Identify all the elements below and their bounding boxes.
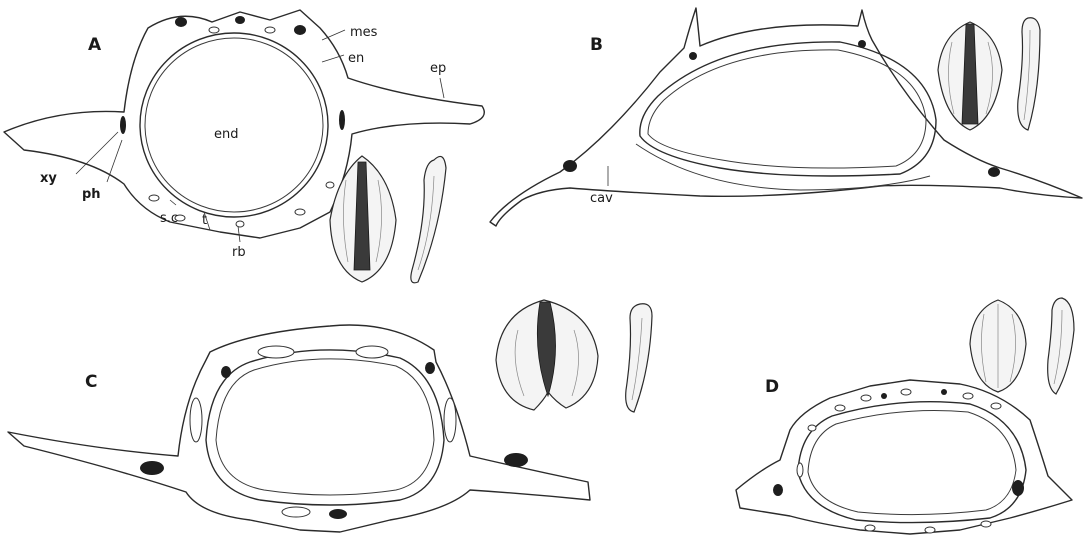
panel-a-leader-rb bbox=[238, 226, 240, 242]
panel-a-vascular-bundle bbox=[339, 110, 345, 130]
label-cav: cav bbox=[590, 191, 613, 206]
panel-a-leader-ep bbox=[440, 78, 444, 98]
panel-b-vascular-bundle bbox=[689, 52, 697, 60]
panel-a-vascular-bundle bbox=[120, 116, 126, 134]
panel-c: C bbox=[8, 300, 652, 532]
panel-b-vascular-bundle bbox=[563, 160, 577, 172]
label-ph: ph bbox=[82, 187, 101, 202]
label-t: t bbox=[202, 213, 207, 228]
panel-b-letter: B bbox=[590, 35, 603, 55]
panel-c-vascular-bundle bbox=[140, 461, 164, 475]
panel-d-vascular-bundle bbox=[881, 393, 887, 399]
panel-d-fruit-face-view bbox=[970, 300, 1026, 392]
panel-d-secretory-canal bbox=[835, 405, 845, 411]
panel-d-endosperm bbox=[798, 402, 1026, 523]
panel-c-fruit-side-view bbox=[626, 304, 652, 412]
panel-d-secretory-canal bbox=[901, 389, 911, 395]
panel-a-secretory-canal bbox=[265, 27, 275, 33]
panel-d-vascular-bundle bbox=[1012, 480, 1024, 496]
panel-c-vascular-bundle bbox=[329, 509, 347, 519]
label-ep: ep bbox=[430, 61, 446, 76]
panel-a: A mes en ep end xy ph s.c bbox=[4, 10, 484, 283]
panel-a-letter: A bbox=[88, 35, 102, 55]
panel-a-vascular-bundle bbox=[235, 16, 245, 24]
panel-c-secretory-canal bbox=[282, 507, 310, 517]
panel-a-pericarp-outline bbox=[4, 10, 484, 238]
panel-c-seed-coat bbox=[216, 359, 434, 495]
panel-a-secretory-canal bbox=[209, 27, 219, 33]
panel-d: D bbox=[736, 298, 1074, 534]
panel-a-endosperm bbox=[140, 33, 328, 217]
label-end: end bbox=[214, 127, 239, 142]
panel-c-secretory-canal bbox=[190, 398, 202, 442]
panel-c-secretory-canal bbox=[356, 346, 388, 358]
panel-c-letter: C bbox=[85, 372, 97, 392]
panel-a-fruit-side-view bbox=[411, 156, 446, 282]
label-mes: mes bbox=[350, 25, 378, 40]
panel-d-secretory-canal bbox=[981, 521, 991, 527]
panel-a-fruit-face-view bbox=[330, 156, 396, 282]
panel-d-secretory-canal bbox=[808, 425, 816, 431]
label-sc: s.c bbox=[160, 211, 178, 226]
panel-d-secretory-canal bbox=[991, 403, 1001, 409]
panel-d-secretory-canal bbox=[861, 395, 871, 401]
panel-c-fruit-face-view bbox=[496, 300, 598, 410]
panel-a-secretory-canal bbox=[236, 221, 244, 227]
panel-b: B cav bbox=[490, 8, 1082, 226]
panel-d-vascular-bundle bbox=[941, 389, 947, 395]
panel-d-secretory-canal bbox=[865, 525, 875, 531]
panel-a-secretory-canal bbox=[149, 195, 159, 201]
panel-d-vascular-bundle bbox=[773, 484, 783, 496]
panel-a-leader-ph bbox=[107, 140, 122, 182]
panel-c-vascular-bundle bbox=[504, 453, 528, 467]
panel-d-seed-coat bbox=[808, 411, 1016, 515]
panel-b-fruit-side-view bbox=[1018, 18, 1040, 130]
panel-d-secretory-canal bbox=[963, 393, 973, 399]
panel-b-endosperm bbox=[640, 42, 936, 176]
panel-c-secretory-canal bbox=[444, 398, 456, 442]
panel-b-seed-coat bbox=[648, 50, 926, 168]
label-en: en bbox=[348, 51, 364, 66]
panel-d-fruit-side-view bbox=[1048, 298, 1074, 394]
panel-d-letter: D bbox=[765, 377, 779, 397]
panel-b-vascular-bundle bbox=[858, 40, 866, 48]
label-rb: rb bbox=[232, 245, 246, 260]
label-xy: xy bbox=[40, 171, 57, 186]
panel-a-vascular-bundle bbox=[175, 17, 187, 27]
panel-d-secretory-canal bbox=[797, 463, 803, 477]
panel-b-fruit-face-view bbox=[938, 22, 1002, 130]
panel-b-pericarp-outline bbox=[490, 8, 1082, 226]
panel-c-vascular-bundle bbox=[425, 362, 435, 374]
panel-a-seed-coat bbox=[145, 38, 323, 212]
panel-c-vascular-bundle bbox=[221, 366, 231, 378]
panel-b-vascular-bundle bbox=[988, 167, 1000, 177]
panel-a-leader-sc bbox=[170, 200, 176, 205]
panel-c-secretory-canal bbox=[258, 346, 294, 358]
panel-a-secretory-canal bbox=[295, 209, 305, 215]
panel-a-vascular-bundle bbox=[294, 25, 306, 35]
panel-d-secretory-canal bbox=[925, 527, 935, 533]
panel-a-secretory-canal bbox=[326, 182, 334, 188]
